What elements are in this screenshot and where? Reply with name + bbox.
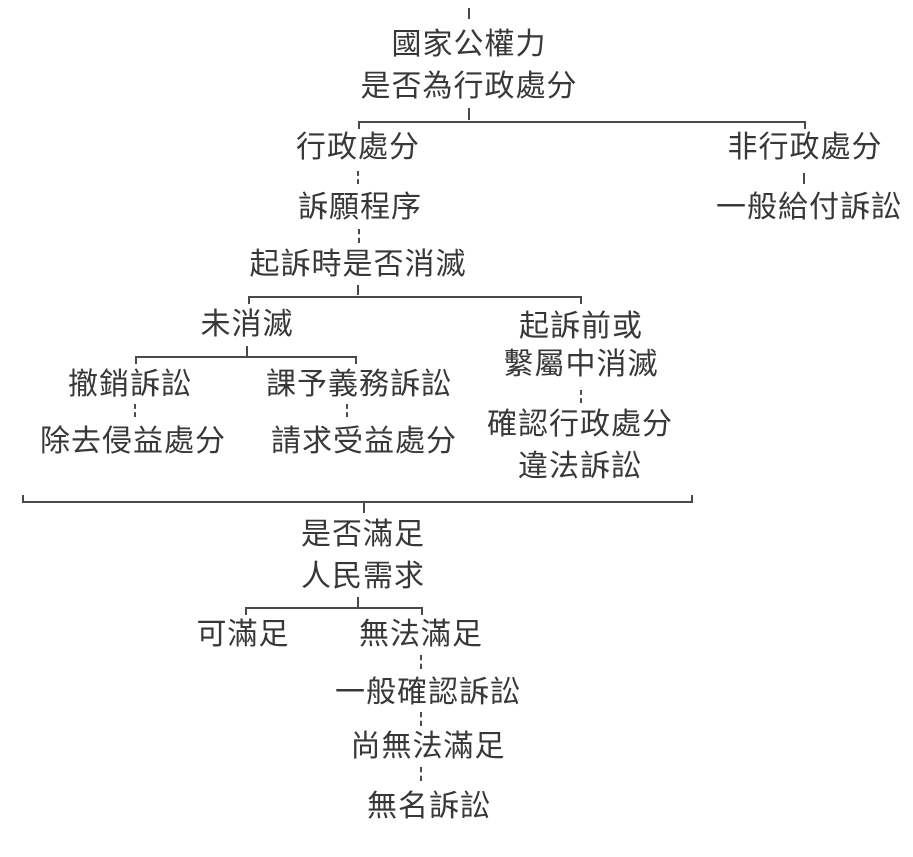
- connector-extinguish-question-to-branch: [357, 285, 359, 295]
- node-request-beneficial-disposition: 請求受益處分: [271, 424, 457, 459]
- branch-line-not-extinguished: [135, 356, 357, 364]
- node-remove-detrimental-disposition: 除去侵益處分: [40, 424, 226, 459]
- node-satisfy-peoples-needs-question: 是否滿足 人民需求: [301, 517, 425, 594]
- connector-stillcannot-to-innominate: [420, 767, 422, 781]
- node-mandamus-litigation: 課予義務訴訟: [266, 367, 452, 402]
- node-extinguished-at-filing-question: 起訴時是否消滅: [249, 247, 467, 282]
- node-confirm-unlawful-disposition-litigation: 確認行政處分 違法訴訟: [487, 407, 673, 484]
- branch-line-disposition: [358, 121, 806, 129]
- node-administrative-disposition: 行政處分: [296, 130, 420, 165]
- branch-line-extinguished: [248, 296, 582, 304]
- merge-bracket-all-paths: [22, 495, 693, 503]
- node-still-cannot-satisfy: 尚無法滿足: [350, 729, 506, 764]
- node-general-payment-litigation: 一般給付訴訟: [716, 190, 902, 225]
- connector-disposition-to-appeal: [357, 171, 359, 184]
- connector-nondisposition-to-payment: [803, 173, 805, 184]
- node-innominate-litigation: 無名訴訟: [367, 789, 491, 824]
- connector-cannotsatisfy-to-confirmation: [420, 655, 422, 669]
- branch-line-satisfy: [245, 607, 423, 615]
- connector-root-to-branch: [468, 108, 470, 120]
- node-root-question: 國家公權力 是否為行政處分: [360, 27, 578, 104]
- connector-bracket-to-satisfy-question: [363, 503, 365, 513]
- connector-confirmation-to-stillcannot: [420, 712, 422, 726]
- connector-appeal-to-extinguish-question: [358, 229, 360, 243]
- connector-above-root: [468, 8, 470, 19]
- node-can-satisfy: 可滿足: [196, 617, 290, 652]
- node-revocation-litigation: 撤銷訴訟: [68, 367, 192, 402]
- connector-satisfy-question-to-branch: [357, 597, 359, 607]
- node-cannot-satisfy: 無法滿足: [359, 617, 483, 652]
- connector-extinguished-to-confirm: [580, 390, 582, 403]
- node-general-confirmation-litigation: 一般確認訴訟: [335, 675, 521, 710]
- connector-notextinguished-to-branch: [246, 346, 248, 356]
- node-non-administrative-disposition: 非行政處分: [727, 130, 883, 165]
- connector-revocation-to-remove: [134, 404, 136, 417]
- node-appeal-procedure: 訴願程序: [298, 190, 422, 225]
- node-not-extinguished: 未消滅: [200, 307, 294, 342]
- connector-mandamus-to-request: [346, 404, 348, 417]
- node-extinguished-before-or-during: 起訴前或 繫屬中消滅: [503, 309, 659, 382]
